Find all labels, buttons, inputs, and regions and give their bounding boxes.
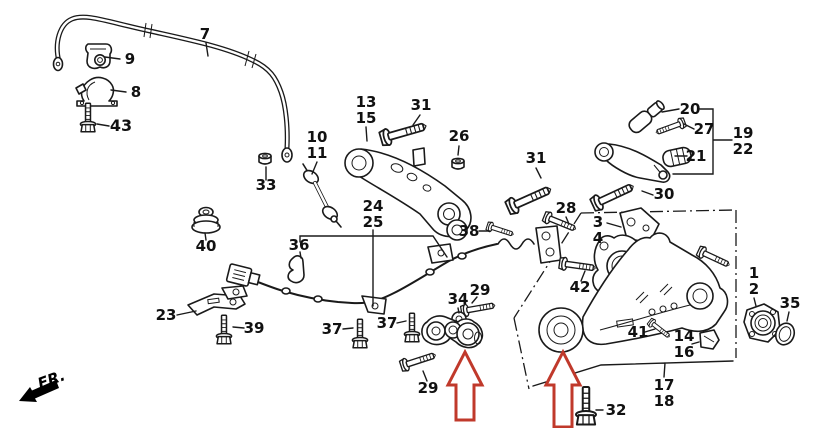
part-label-38: 38 [459, 222, 480, 240]
part-label-37a: 37 [322, 320, 343, 338]
part-label-36: 36 [289, 236, 310, 254]
part-label-15: 15 [356, 109, 377, 127]
stabilizer-link [302, 163, 342, 228]
part-label-3: 3 [593, 213, 603, 231]
highlight-arrow-left [445, 348, 485, 422]
part-label-8: 8 [131, 83, 141, 101]
part-label-24: 24 [363, 197, 384, 215]
bolt-42 [557, 256, 597, 276]
part-label-31b: 31 [526, 149, 547, 167]
fr-direction-marker: FR. [19, 366, 67, 402]
stabilizer-link-nut [258, 152, 272, 165]
part-label-28: 28 [556, 199, 577, 217]
part-label-41: 41 [628, 323, 649, 341]
part-label-16: 16 [674, 343, 695, 361]
part-label-20: 20 [680, 100, 701, 118]
part-label-11: 11 [307, 144, 328, 162]
part-label-18: 18 [654, 392, 675, 410]
bolt-38 [485, 220, 516, 240]
bracket-bolt-39 [215, 314, 233, 345]
part-label-4: 4 [593, 229, 603, 247]
lower-arm-bolt-31b [503, 180, 555, 217]
bolt-29b [398, 348, 439, 373]
grommet [184, 204, 230, 256]
part-label-26: 26 [449, 127, 470, 145]
o-ring [774, 322, 796, 346]
part-label-32: 32 [606, 401, 627, 419]
bolt-37a [351, 318, 369, 349]
harness-hook-clip [287, 255, 305, 284]
part-label-10: 10 [307, 128, 328, 146]
stabilizer-bushing [84, 43, 113, 70]
harness-clamp-lower [361, 295, 387, 315]
part-label-30: 30 [654, 185, 675, 203]
highlight-arrow-right [543, 348, 583, 428]
part-label-43: 43 [110, 116, 132, 135]
stabilizer-bracket-bolt [79, 102, 97, 133]
part-label-2: 2 [749, 280, 759, 298]
part-label-29a: 29 [470, 281, 491, 299]
stabilizer-bracket [75, 76, 118, 107]
rear-lower-arm [344, 147, 472, 241]
compensator-arm [421, 315, 484, 349]
sensor-bracket [535, 225, 562, 264]
part-label-9: 9 [125, 50, 135, 68]
part-label-42: 42 [570, 278, 591, 296]
harness-clamp-upper [427, 243, 454, 264]
part-label-7: 7 [200, 25, 210, 43]
fr-arrow-icon [19, 380, 59, 402]
abs-sensor-harness [225, 225, 562, 315]
part-label-39: 39 [244, 319, 265, 337]
trailing-arm-bushing [538, 307, 584, 353]
part-label-22: 22 [733, 140, 754, 158]
part-label-13: 13 [356, 93, 377, 111]
part-label-34: 34 [448, 290, 469, 308]
part-label-17: 17 [654, 376, 675, 394]
lower-arm-nut-26 [451, 157, 465, 170]
trailing-arm [538, 232, 733, 353]
phantom-box [513, 209, 737, 390]
part-label-1: 1 [749, 264, 759, 282]
fr-label: FR. [35, 366, 67, 392]
part-label-37b: 37 [377, 314, 398, 332]
stabilizer-bar [52, 14, 293, 163]
hub-bearing-unit [743, 303, 781, 343]
part-label-29b: 29 [418, 379, 439, 397]
part-label-33: 33 [256, 176, 277, 194]
leader-lines [96, 42, 790, 411]
part-label-21: 21 [686, 147, 707, 165]
lower-arm-bolt-31a [377, 117, 430, 148]
cable-bracket [187, 285, 248, 316]
highlight-arrows [445, 348, 583, 428]
abs-connector [225, 263, 261, 287]
part-label-31a: 31 [411, 96, 432, 114]
part-label-23: 23 [156, 306, 177, 324]
part-label-27: 27 [694, 120, 715, 138]
part-label-35: 35 [780, 294, 801, 312]
bolt-37b [403, 312, 421, 343]
sensor-spring [497, 238, 535, 250]
part-label-19: 19 [733, 124, 754, 142]
part-label-25: 25 [363, 213, 384, 231]
part-label-40: 40 [196, 237, 217, 255]
upper-arm-group [588, 100, 692, 214]
bolt-32 [575, 386, 597, 426]
part-label-14: 14 [674, 327, 695, 345]
